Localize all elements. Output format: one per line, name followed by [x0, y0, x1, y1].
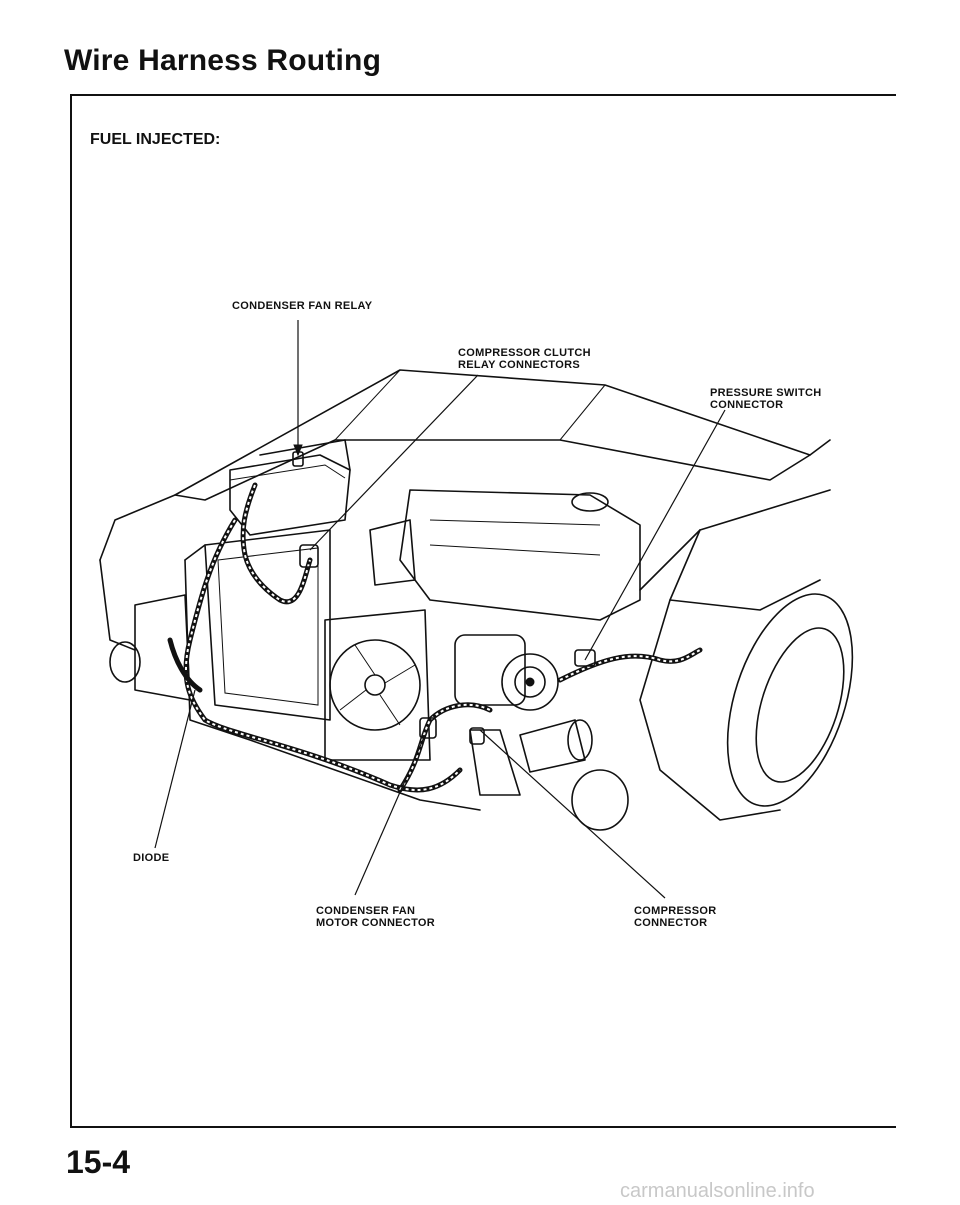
wire-harness — [167, 482, 703, 793]
callout-line: PRESSURE SWITCH — [710, 387, 822, 399]
section-heading: FUEL INJECTED: — [90, 131, 221, 148]
callout-line: CONNECTOR — [634, 917, 708, 929]
engine-block — [369, 489, 641, 621]
diagram-frame — [70, 94, 896, 1128]
callout-line: COMPRESSOR — [634, 905, 717, 917]
page-number: 15-4 — [66, 1144, 131, 1180]
battery — [229, 439, 351, 536]
callout-line: RELAY CONNECTORS — [458, 359, 580, 371]
condenser-fan — [324, 609, 431, 761]
fender-outline — [99, 489, 831, 821]
ac-compressor — [454, 634, 559, 711]
callout-compressor-connector: COMPRESSOR CONNECTOR — [634, 905, 716, 929]
wheel — [726, 593, 854, 807]
hood-outline — [174, 369, 831, 501]
watermark: carmanualsonline.info — [620, 1180, 815, 1202]
callout-line: COMPRESSOR CLUTCH — [458, 347, 591, 359]
page-title: Wire Harness Routing — [64, 44, 382, 77]
front-right-corner — [469, 729, 629, 831]
callout-line: CONNECTOR — [710, 399, 784, 411]
callout-condenser-fan-motor-connector: CONDENSER FAN MOTOR CONNECTOR — [316, 905, 435, 929]
callout-line: CONDENSER FAN — [316, 905, 416, 917]
headlight-left — [109, 594, 191, 701]
callout-diode: DIODE — [133, 852, 170, 864]
receiver-drier — [519, 719, 593, 773]
callout-compressor-clutch-relay: COMPRESSOR CLUTCH RELAY CONNECTORS — [458, 347, 591, 371]
callout-line: MOTOR CONNECTOR — [316, 917, 435, 929]
callout-pressure-switch-connector: PRESSURE SWITCH CONNECTOR — [710, 387, 821, 411]
callout-condenser-fan-relay: CONDENSER FAN RELAY — [232, 300, 373, 312]
connectors — [292, 451, 596, 745]
leader-lines — [154, 320, 726, 899]
